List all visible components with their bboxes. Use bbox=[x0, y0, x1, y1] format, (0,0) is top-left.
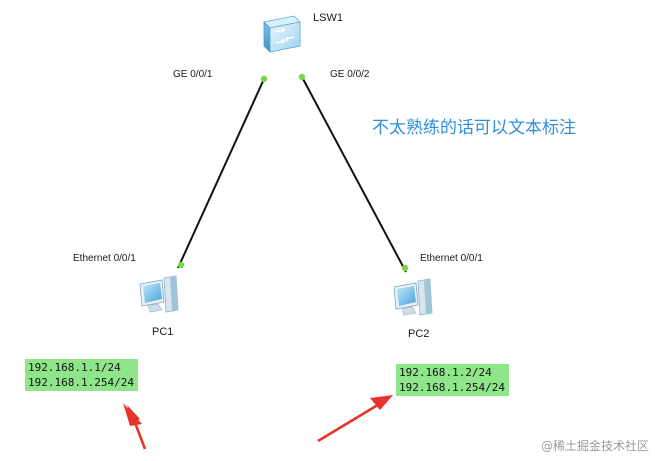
port-dot-lsw1-ge001 bbox=[260, 75, 268, 83]
port-dot-pc1-eth001 bbox=[177, 261, 185, 269]
port-label-ge001: GE 0/0/1 bbox=[173, 69, 213, 80]
pc2-port-label: Ethernet 0/0/1 bbox=[420, 253, 483, 264]
watermark: @稀土掘金技术社区 bbox=[540, 439, 649, 453]
pc2-ip-box: 192.168.1.2/24 192.168.1.254/24 bbox=[396, 364, 509, 396]
red-arrow-pc1 bbox=[123, 403, 147, 450]
pc1-ip-box: 192.168.1.1/24 192.168.1.254/24 bbox=[25, 359, 138, 391]
switch-label: LSW1 bbox=[313, 12, 343, 24]
switch-lsw1[interactable] bbox=[260, 12, 304, 56]
pc1-port-label: Ethernet 0/0/1 bbox=[73, 253, 136, 264]
pc1-device[interactable] bbox=[136, 272, 182, 318]
pc-icon bbox=[393, 278, 433, 316]
pc1-label: PC1 bbox=[152, 326, 174, 338]
port-dot-pc2-eth001 bbox=[401, 264, 409, 272]
pc2-device[interactable] bbox=[390, 275, 436, 321]
link-lsw1-pc1 bbox=[177, 78, 265, 269]
port-label-ge002: GE 0/0/2 bbox=[330, 69, 370, 80]
pc1-gateway: 192.168.1.254/24 bbox=[28, 376, 134, 389]
port-dot-lsw1-ge002 bbox=[298, 73, 306, 81]
pc2-label: PC2 bbox=[408, 328, 430, 340]
switch-icon bbox=[263, 15, 301, 53]
pc1-ip-address: 192.168.1.1/24 bbox=[28, 361, 121, 374]
pc2-ip-address: 192.168.1.2/24 bbox=[399, 366, 492, 379]
annotation-note: 不太熟练的话可以文本标注 bbox=[372, 118, 576, 138]
link-lsw1-pc2 bbox=[301, 76, 407, 273]
pc2-gateway: 192.168.1.254/24 bbox=[399, 381, 505, 394]
pc-icon bbox=[139, 275, 179, 313]
red-arrow-pc2 bbox=[317, 395, 393, 443]
